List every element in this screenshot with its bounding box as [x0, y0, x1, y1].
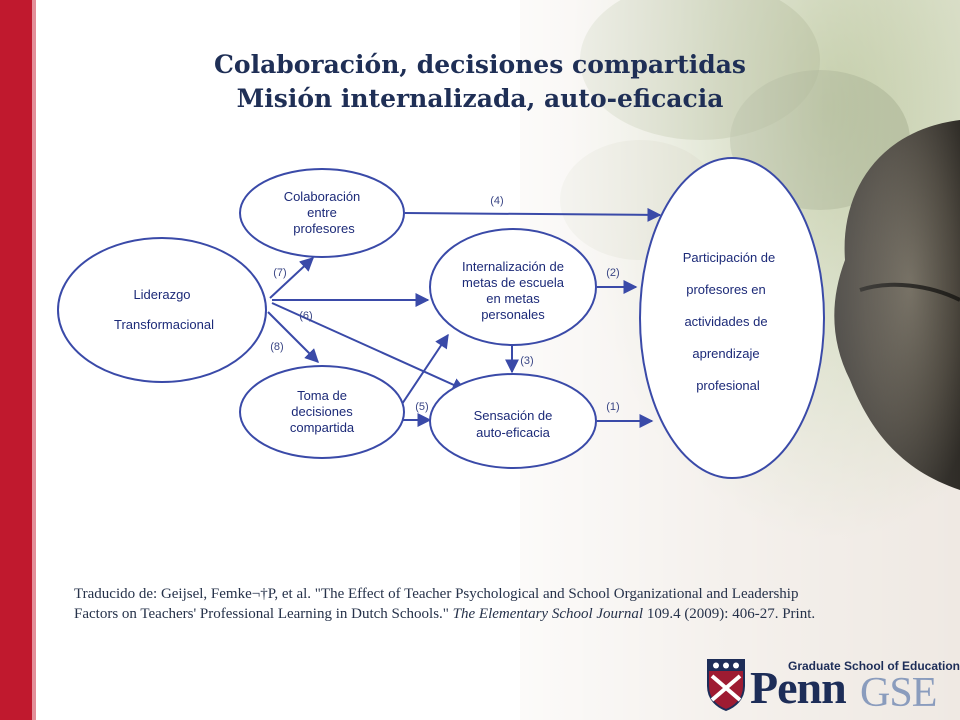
- edge-label-7: (7): [273, 267, 286, 279]
- edge-label-4: (4): [490, 195, 503, 207]
- toma-line-2: decisiones: [291, 404, 353, 419]
- node-participacion: [639, 157, 825, 479]
- edge-label-2: (2): [606, 267, 619, 279]
- liderazgo-line-2: Transformacional: [114, 317, 214, 332]
- edge-4: [404, 207, 662, 222]
- colaboracion-line-2: entre: [307, 205, 337, 220]
- node-colaboracion: [239, 168, 405, 258]
- edge-label-8: (8): [270, 341, 283, 353]
- left-accent-bar: [0, 0, 32, 720]
- penn-shield-icon: [707, 659, 745, 712]
- internalizacion-line-2: metas de escuela: [462, 275, 565, 290]
- title-line-2: Misión internalizada, auto-eficacia: [236, 84, 724, 113]
- sensacion-line-2: auto-eficacia: [476, 425, 550, 440]
- edge-8: [267, 311, 319, 363]
- node-sensacion: [429, 373, 597, 469]
- logo-subtitle: Graduate School of Education: [788, 659, 960, 673]
- edge-label-5: (5): [415, 401, 428, 413]
- sensacion-line-1: Sensación de: [474, 408, 553, 423]
- colaboracion-line-3: profesores: [293, 221, 355, 236]
- citation-text: Traducido de: Geijsel, Femke¬†P, et al. …: [74, 584, 834, 624]
- participacion-line-2: profesores en: [686, 282, 766, 297]
- edge-5: [397, 333, 449, 411]
- participacion-line-5: profesional: [696, 378, 760, 393]
- colaboracion-line-1: Colaboración: [284, 189, 361, 204]
- logo-gse: GSE: [860, 670, 937, 716]
- edge-6: [271, 302, 467, 392]
- citation-journal: The Elementary School Journal: [452, 606, 644, 622]
- internalizacion-line-4: personales: [481, 307, 545, 322]
- node-toma: [239, 365, 405, 459]
- citation-suffix: 109.4 (2009): 406-27. Print.: [643, 606, 816, 622]
- participacion-line-1: Participación de: [683, 250, 776, 265]
- toma-line-3: compartida: [290, 420, 355, 435]
- logo-penn: Penn: [750, 662, 847, 713]
- edge-7: [269, 257, 315, 299]
- internalizacion-line-1: Internalización de: [462, 259, 564, 274]
- internalizacion-line-3: en metas: [486, 291, 540, 306]
- node-internalizacion: [429, 228, 597, 346]
- participacion-line-3: actividades de: [684, 314, 767, 329]
- node-liderazgo: [57, 237, 267, 383]
- toma-line-1: Toma de: [297, 388, 347, 403]
- slide-title: Colaboración, decisiones compartidas Mis…: [0, 48, 960, 116]
- liderazgo-line-1: Liderazgo: [133, 287, 190, 302]
- edge-label-1: (1): [606, 401, 619, 413]
- title-line-1: Colaboración, decisiones compartidas: [214, 50, 746, 79]
- citation-prefix: Traducido de: Geijsel, Femke¬†P, et al. …: [74, 586, 799, 622]
- edge-label-6: (6): [299, 310, 312, 322]
- edge-label-3: (3): [520, 355, 533, 367]
- left-accent-bar-light: [32, 0, 36, 720]
- participacion-line-4: aprendizaje: [692, 346, 759, 361]
